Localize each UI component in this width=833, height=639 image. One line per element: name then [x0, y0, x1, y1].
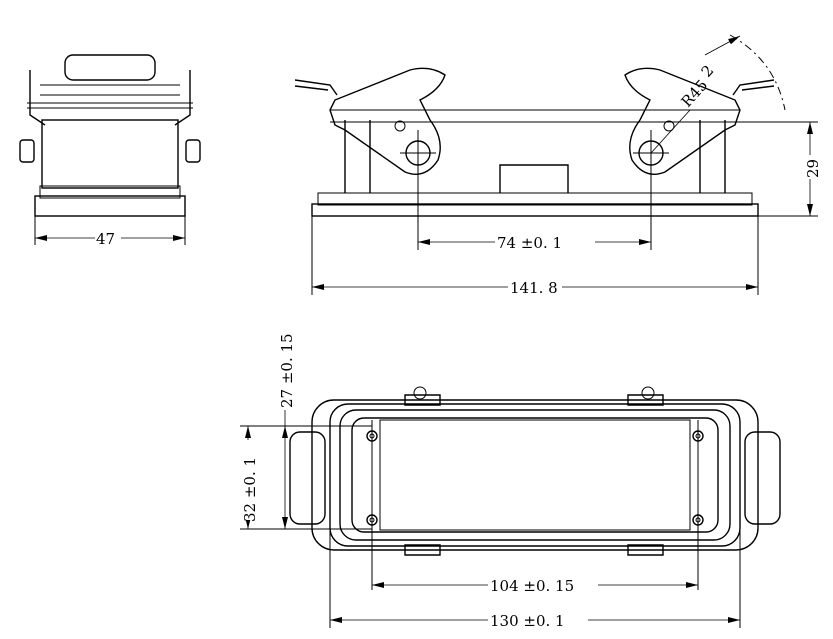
- pitch-74-label: 74 ±0. 1: [497, 234, 562, 252]
- radius-r45-label: R45: [678, 76, 712, 111]
- top-view: 27 ±0. 15 32 ±0. 1 104 ±0. 15 130 ±0. 1: [240, 333, 781, 630]
- front-view: R45 2 74 ±0. 1 141. 8 29: [294, 34, 822, 297]
- side-view: 47: [19, 54, 201, 248]
- length-141-8-label: 141. 8: [510, 279, 558, 297]
- hole-pitch-104-label: 104 ±0. 15: [490, 577, 574, 595]
- mounting-holes: [366, 430, 704, 526]
- height-29-label: 29: [804, 159, 822, 178]
- outer-length-130-label: 130 ±0. 1: [490, 612, 565, 630]
- inner-width-27-label: 27 ±0. 15: [278, 333, 296, 408]
- hole-vertical-32-label: 32 ±0. 1: [241, 457, 259, 522]
- angle-2-label: 2: [698, 62, 718, 81]
- width-47-label: 47: [96, 230, 115, 248]
